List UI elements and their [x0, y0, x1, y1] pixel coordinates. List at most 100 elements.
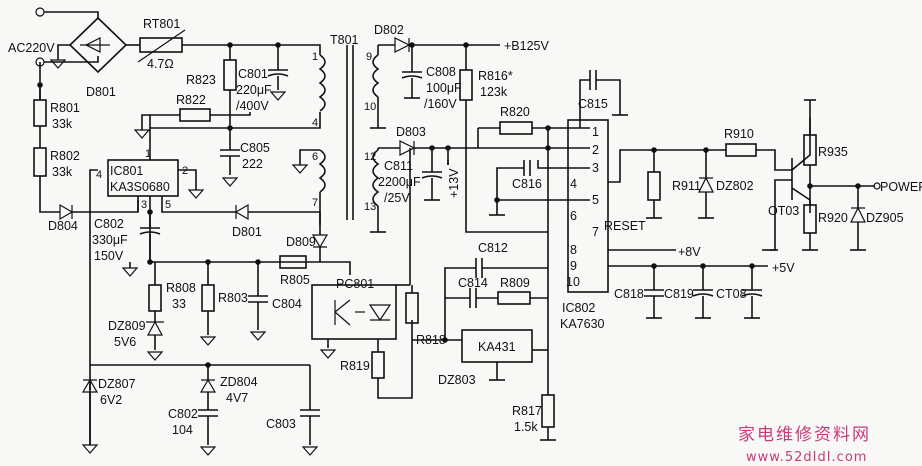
label-d802: D802 — [374, 23, 404, 37]
r822-resistor — [179, 108, 211, 122]
label-zd804-value: 4V7 — [226, 391, 248, 405]
r910-resistor — [725, 143, 757, 157]
label-c816: C816 — [512, 177, 542, 191]
pc801-led — [368, 304, 392, 322]
label-r801: R801 — [50, 101, 80, 115]
label-r911: R911 — [672, 179, 701, 193]
secondary-coil-1 — [372, 54, 380, 98]
d801-diode — [234, 203, 249, 221]
primary-coil — [318, 54, 326, 112]
label-r809: R809 — [500, 276, 530, 290]
label-t801-pin9: 9 — [366, 51, 372, 63]
label-c808-voltage: /160V — [424, 97, 457, 111]
label-ic802-pin1: 1 — [592, 125, 599, 139]
label-r817: R817 — [512, 404, 542, 418]
label-ic802-pin3: 3 — [592, 161, 599, 175]
label-c803: C803 — [266, 417, 296, 431]
label-ic801-pin3: 3 — [141, 199, 147, 211]
label-r910: R910 — [724, 127, 754, 141]
label-c815: C815 — [578, 97, 608, 111]
label-zd804: ZD804 — [220, 375, 258, 389]
label-ic802-pin7: 7 — [592, 225, 599, 239]
label-r823: R823 — [186, 73, 216, 87]
label-plus5v: +5V — [772, 261, 795, 275]
label-r822: R822 — [176, 93, 206, 107]
label-rt801: RT801 — [143, 17, 180, 31]
label-dz809-value: 5V6 — [114, 335, 136, 349]
label-reset: RESET — [604, 219, 646, 233]
label-c802-electrolytic: C802 — [94, 217, 124, 231]
dz809-zener — [146, 320, 164, 336]
label-c804: C804 — [272, 297, 302, 311]
label-c802-ceramic-value: 104 — [172, 423, 193, 437]
r823-resistor — [223, 59, 237, 91]
label-dz802: DZ802 — [716, 179, 754, 193]
primary-section — [81, 45, 351, 456]
label-dz807-value: 6V2 — [100, 393, 122, 407]
label-d801: D801 — [232, 225, 262, 239]
pc801-optocoupler — [311, 284, 397, 340]
aux-coil — [318, 149, 326, 193]
label-ct08: CT08 — [716, 287, 747, 301]
label-r805: R805 — [280, 273, 310, 287]
label-c811-voltage: /25V — [384, 191, 410, 205]
label-c802-ceramic: C802 — [168, 407, 198, 421]
label-r808-value: 33 — [172, 297, 186, 311]
label-t801-pin10: 10 — [364, 101, 376, 113]
label-ka431: KA431 — [478, 340, 516, 354]
label-t801-pin1: 1 — [312, 51, 318, 63]
power-terminal — [873, 182, 881, 190]
d803-diode — [399, 140, 416, 156]
label-ic802-pin8: 8 — [570, 243, 577, 257]
r819-resistor — [371, 351, 385, 379]
label-dz809: DZ809 — [108, 319, 146, 333]
secondary-section — [311, 37, 654, 441]
label-ic802-pin4: 4 — [570, 177, 577, 191]
label-r802: R802 — [50, 149, 80, 163]
label-r803: R803 — [218, 291, 248, 305]
label-r802-value: 33k — [52, 165, 73, 179]
label-r817-value: 1.5k — [514, 420, 538, 434]
label-ic801-pin2: 2 — [182, 165, 188, 177]
label-t801-pin6: 6 — [312, 151, 318, 163]
label-c819: C819 — [664, 287, 694, 301]
label-d804: D804 — [48, 219, 78, 233]
r808-resistor — [148, 284, 162, 312]
label-pc801: PC801 — [336, 277, 374, 291]
label-r920: R920 — [818, 211, 848, 225]
r818-resistor — [405, 292, 419, 324]
label-r801-value: 33k — [52, 117, 73, 131]
label-c801: C801 — [238, 67, 268, 81]
label-ic802-pin9: 9 — [570, 259, 577, 273]
label-r816: R816* — [478, 69, 513, 83]
ic802-chip — [567, 119, 609, 293]
ic801-chip — [107, 159, 179, 197]
r820-resistor — [499, 121, 533, 135]
watermark: 家电维修资料网 www.52dIdI.com — [738, 425, 869, 465]
label-ic802-pin6: 6 — [570, 209, 577, 223]
label-ic802-pin10: 10 — [566, 275, 580, 289]
component-labels: AC220V RT801 4.7Ω D801 R801 33k R802 33k… — [8, 17, 922, 437]
label-plus13v: +13V — [447, 168, 461, 198]
label-c808: C808 — [426, 65, 456, 79]
label-t801-pin7: 7 — [312, 197, 318, 209]
input-section — [33, 7, 321, 221]
transformer-t801 — [292, 45, 387, 233]
label-power: POWER — [880, 180, 922, 194]
zd804-zener — [199, 378, 217, 393]
label-ic802-pin2: 2 — [592, 143, 599, 157]
label-c812: C812 — [478, 241, 508, 255]
bridge-rectifier — [68, 16, 128, 74]
d802-diode — [394, 37, 411, 53]
label-c801-value: 220μF — [236, 83, 272, 97]
watermark-url: www.52dIdI.com — [746, 450, 867, 465]
label-r818: R818 — [416, 333, 446, 347]
label-ic801: IC801 — [110, 164, 143, 178]
secondary-coil-2 — [372, 149, 380, 207]
dz802-zener — [698, 176, 714, 193]
r802-resistor — [33, 147, 47, 177]
label-c814: C814 — [458, 276, 488, 290]
label-c801-voltage: /400V — [236, 99, 269, 113]
d804-diode — [59, 203, 74, 221]
label-ic801-part: KA3S0680 — [110, 180, 170, 194]
